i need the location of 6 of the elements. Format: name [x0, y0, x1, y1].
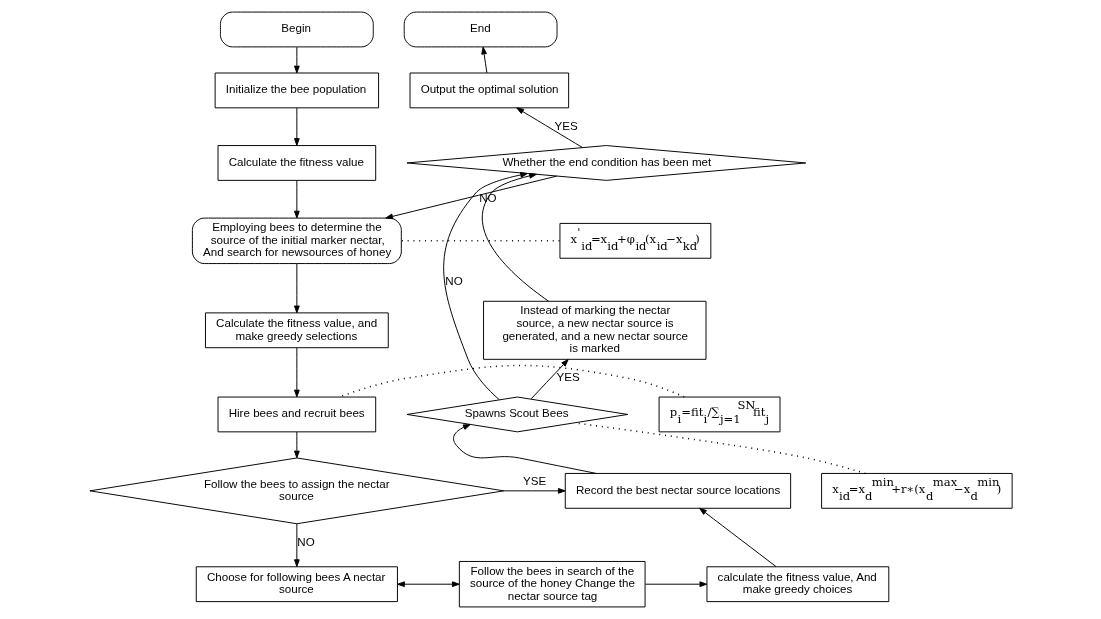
edge-label: YES [556, 370, 580, 384]
edge-label: YES [554, 118, 578, 132]
edge-label: NO [296, 534, 315, 548]
edge-label: YSE [522, 473, 546, 487]
edge-label: NO [444, 274, 463, 288]
edge-label: NO [478, 191, 497, 205]
